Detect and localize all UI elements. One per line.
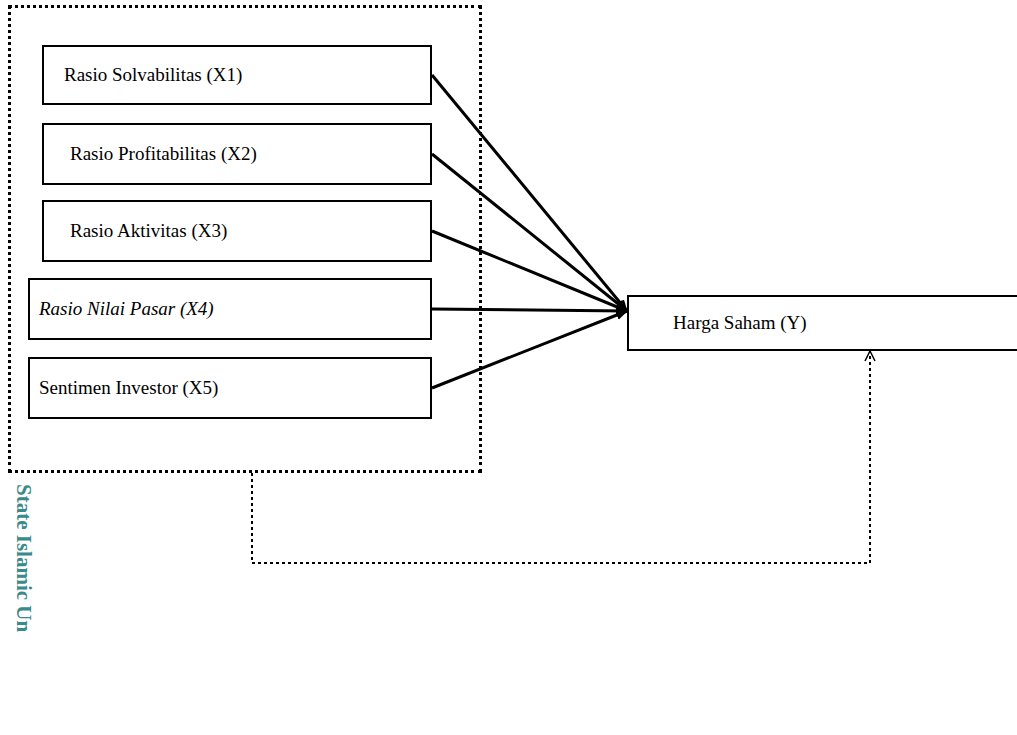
arrow-connector <box>432 231 627 311</box>
arrow-connector <box>432 309 627 311</box>
arrow-connector <box>432 311 627 388</box>
node-label: Sentimen Investor (X5) <box>39 377 218 399</box>
grouping-frame: Rasio Solvabilitas (X1) Rasio Profitabili… <box>8 5 482 473</box>
variable-box: Rasio Nilai Pasar (X4) <box>28 278 432 340</box>
variable-box: Rasio Aktivitas (X3) <box>42 200 432 262</box>
variable-box: Rasio Profitabilitas (X2) <box>42 123 432 185</box>
arrow-connector <box>432 154 627 311</box>
node-label: Rasio Solvabilitas (X1) <box>64 64 242 86</box>
variable-box: Sentimen Investor (X5) <box>28 357 432 419</box>
node-label: Rasio Profitabilitas (X2) <box>70 143 257 165</box>
watermark-text: State Islamic Un <box>11 482 36 634</box>
node-label: Rasio Aktivitas (X3) <box>70 220 227 242</box>
arrow-connector <box>432 75 627 311</box>
dependent-box: Harga Saham (Y) <box>627 295 1017 351</box>
node-label: Harga Saham (Y) <box>673 312 807 334</box>
variable-box: Rasio Solvabilitas (X1) <box>42 45 432 105</box>
node-label: Rasio Nilai Pasar (X4) <box>39 298 214 320</box>
